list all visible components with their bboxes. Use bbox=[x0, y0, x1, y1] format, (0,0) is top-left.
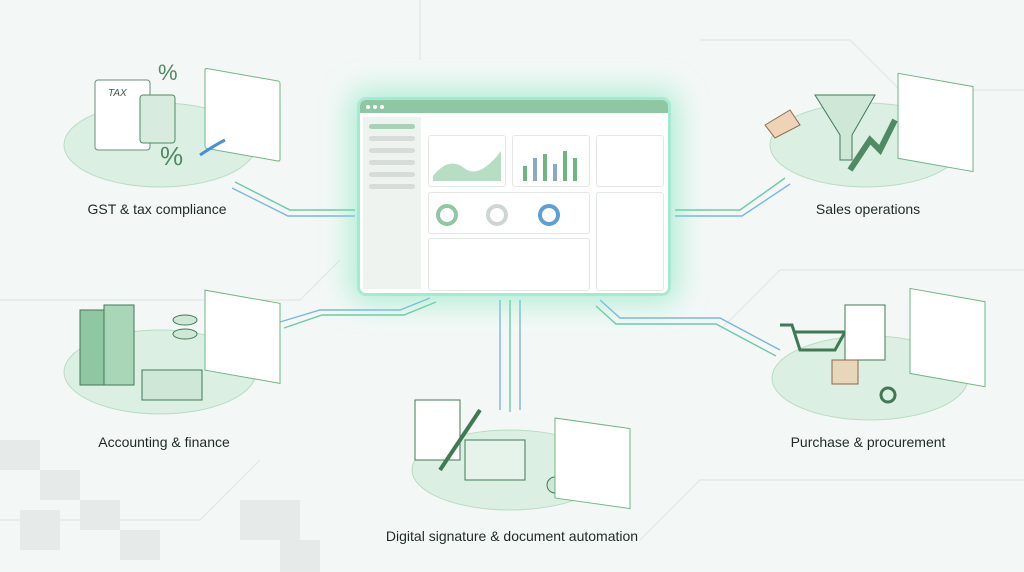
digital-illustration bbox=[414, 399, 631, 510]
accounting-illustration bbox=[79, 289, 281, 401]
percent-icon: % bbox=[158, 60, 178, 85]
documents-stack-icon bbox=[464, 439, 526, 481]
connector-purchase bbox=[599, 299, 781, 351]
area-chart-card bbox=[428, 135, 506, 187]
growth-arrow-icon bbox=[847, 118, 898, 172]
connector-gst bbox=[231, 187, 355, 217]
toggles-card bbox=[596, 135, 664, 187]
cart-icon bbox=[780, 323, 848, 352]
connector-sales bbox=[675, 177, 786, 211]
central-dashboard bbox=[360, 100, 668, 293]
workflow-window-icon bbox=[554, 417, 631, 510]
funnel-icon bbox=[814, 94, 876, 161]
purchase-illustration bbox=[780, 287, 986, 404]
book-icon bbox=[79, 309, 109, 386]
cash-icon bbox=[141, 369, 203, 401]
tax-lettering: TAX bbox=[108, 88, 127, 99]
node-label-sales: Sales operations bbox=[815, 201, 921, 217]
dashboard-sidebar bbox=[363, 117, 421, 289]
node-label-gst: GST & tax compliance bbox=[87, 201, 227, 217]
node-label-digital: Digital signature & document automation bbox=[385, 528, 639, 544]
report-window-icon bbox=[204, 67, 281, 162]
dashboard-titlebar bbox=[360, 100, 668, 113]
data-table-card bbox=[428, 238, 590, 291]
connector-gst bbox=[234, 181, 355, 211]
pen-icon bbox=[438, 408, 482, 472]
analytics-window-icon bbox=[897, 72, 974, 173]
pixel-blocks bbox=[0, 440, 320, 572]
donut-charts-card bbox=[428, 192, 590, 234]
box-icon bbox=[831, 359, 859, 385]
invoice-icon bbox=[844, 304, 886, 361]
table-window-icon bbox=[909, 287, 986, 388]
connector-accounting bbox=[279, 297, 431, 323]
chart-window-icon bbox=[204, 289, 281, 384]
connector-purchase bbox=[595, 305, 777, 357]
arrow-icon bbox=[199, 138, 226, 157]
calculator-icon bbox=[139, 94, 176, 144]
bar-chart-card bbox=[512, 135, 590, 187]
node-label-purchase: Purchase & procurement bbox=[790, 434, 946, 450]
chain-icon bbox=[879, 386, 897, 404]
activity-list-card bbox=[596, 192, 664, 291]
sales-illustration bbox=[764, 72, 974, 173]
connector-accounting bbox=[283, 301, 437, 329]
node-label-accounting: Accounting & finance bbox=[98, 434, 230, 450]
percent-icon: % bbox=[160, 141, 183, 171]
handshake-icon bbox=[764, 109, 801, 139]
circuit-background bbox=[0, 0, 1024, 541]
book-icon bbox=[103, 304, 135, 386]
connector-sales bbox=[675, 183, 791, 217]
gst-illustration: % % bbox=[94, 60, 281, 171]
coins-icon bbox=[172, 314, 198, 326]
